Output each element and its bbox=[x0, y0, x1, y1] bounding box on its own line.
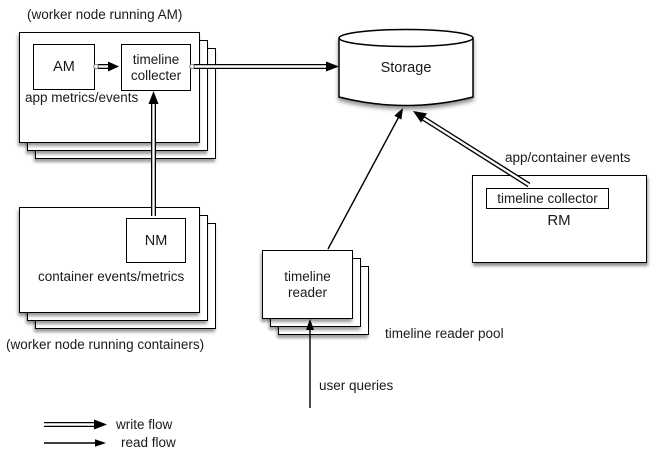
storage-cylinder bbox=[338, 28, 474, 107]
write-arrow-rm-to-storage bbox=[413, 111, 531, 188]
rm-title: RM bbox=[547, 212, 571, 229]
legend-write-flow-arrow bbox=[44, 419, 107, 430]
rm-box: timeline collector RM bbox=[472, 175, 647, 263]
am-collector-line2: collecter bbox=[130, 67, 182, 83]
reader-layer-front: timeline reader bbox=[262, 250, 353, 319]
am-timeline-collector-box: timeline collecter bbox=[121, 44, 191, 91]
storage-label: Storage bbox=[380, 60, 432, 76]
am-box: AM bbox=[33, 44, 95, 90]
user-queries-label: user queries bbox=[319, 378, 394, 393]
worker-am-layer-front: AM timeline collecter app metrics/events bbox=[19, 32, 200, 143]
reader-line2: reader bbox=[287, 284, 328, 300]
worker-containers-layer-front: NM container events/metrics bbox=[19, 207, 200, 313]
nm-box-label: NM bbox=[144, 232, 168, 249]
reader-line1: timeline bbox=[284, 268, 331, 284]
write-arrow-nm-to-collector bbox=[148, 91, 159, 216]
am-timeline-collector-label: timeline collecter bbox=[131, 52, 181, 84]
app-metrics-label: app metrics/events bbox=[25, 90, 139, 105]
write-arrow-collector-to-storage bbox=[189, 61, 339, 72]
write-arrow-am-to-collector bbox=[93, 61, 119, 72]
am-collector-line1: timeline bbox=[132, 51, 180, 67]
worker-am-caption: (worker node running AM) bbox=[27, 7, 183, 22]
legend-read-flow-arrow bbox=[44, 439, 106, 447]
rm-timeline-collector-box: timeline collector bbox=[486, 188, 609, 209]
rm-timeline-collector-label: timeline collector bbox=[497, 190, 598, 206]
nm-box: NM bbox=[126, 218, 186, 263]
timeline-reader-label: timeline reader bbox=[284, 269, 331, 301]
app-container-events-label: app/container events bbox=[505, 150, 631, 165]
read-arrow-queries-to-reader bbox=[306, 319, 314, 408]
container-events-label: container events/metrics bbox=[38, 269, 185, 284]
am-box-label: AM bbox=[53, 59, 75, 75]
legend-read-label: read flow bbox=[121, 435, 176, 450]
read-arrow-reader-to-storage bbox=[327, 108, 403, 250]
legend-write-label: write flow bbox=[116, 417, 173, 432]
worker-containers-caption: (worker node running containers) bbox=[6, 337, 205, 352]
timeline-reader-pool-label: timeline reader pool bbox=[385, 326, 504, 341]
